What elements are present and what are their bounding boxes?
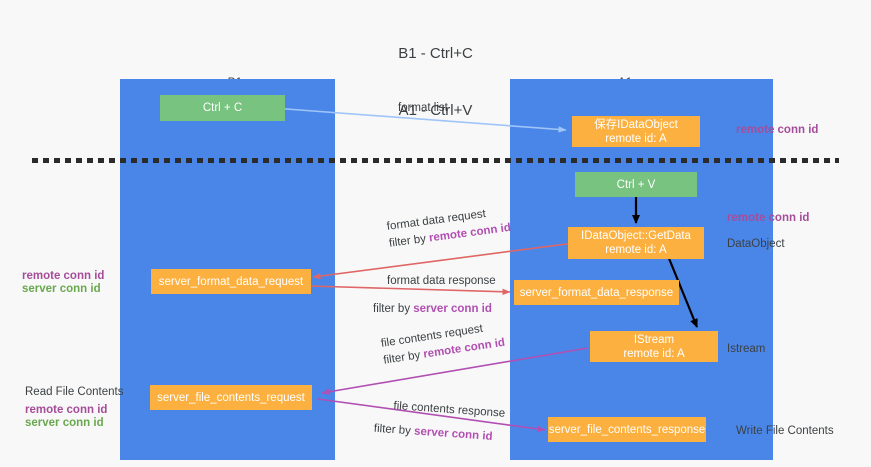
box-istream[interactable]: IStream remote id: A <box>590 331 718 362</box>
filter-prefix: filter by <box>388 232 430 250</box>
filter-prefix: filter by <box>382 348 425 367</box>
edge-label-file-contents-response: file contents response <box>393 399 506 420</box>
filter-prefix: filter by <box>373 422 415 438</box>
box-ctrl-c[interactable]: Ctrl + C <box>160 95 285 121</box>
edge-label-format-data-request-group: format data request filter by remote con… <box>386 204 512 251</box>
annotation-server-conn-id-left-mid: server conn id <box>22 283 101 295</box>
annotation-remote-conn-id-left-mid: remote conn id <box>22 270 105 282</box>
annotation-dataobject: DataObject <box>727 238 785 250</box>
filter-key-server-conn-id: server conn id <box>413 425 493 443</box>
annotation-write-file-contents: Write File Contents <box>736 425 834 437</box>
annotation-remote-conn-id-mid: remote conn id <box>727 212 810 224</box>
box-ctrl-v[interactable]: Ctrl + V <box>575 172 697 197</box>
annotation-remote-conn-id-top: remote conn id <box>736 124 819 136</box>
edge-label-format-data-response: format data response <box>387 275 496 287</box>
box-idataobject-getdata[interactable]: IDataObject::GetData remote id: A <box>568 227 704 259</box>
title-line-1: B1 - Ctrl+C <box>398 45 473 62</box>
annotation-remote-conn-id-left-bottom: remote conn id <box>25 404 108 416</box>
box-server-file-contents-request[interactable]: server_file_contents_request <box>150 385 312 410</box>
edge-label-format-data-response-group: format data response filter by server co… <box>373 274 496 316</box>
edge-label-format-data-response-filter: filter by server conn id <box>373 302 496 316</box>
box-save-idataobject[interactable]: 保存IDataObject remote id: A <box>572 116 700 147</box>
filter-prefix: filter by <box>373 303 414 315</box>
filter-key-server-conn-id: server conn id <box>413 303 492 315</box>
edge-label-file-contents-response-filter: filter by server conn id <box>373 422 504 445</box>
phase-divider <box>32 158 839 163</box>
annotation-istream: Istream <box>727 343 766 355</box>
edge-label-file-contents-response-group: file contents response filter by server … <box>373 399 506 445</box>
box-server-format-data-request[interactable]: server_format_data_request <box>151 269 311 294</box>
annotation-server-conn-id-left-bottom: server conn id <box>25 417 104 429</box>
box-server-format-data-response[interactable]: server_format_data_response <box>514 280 679 305</box>
box-server-file-contents-response[interactable]: server_file_contents_response <box>548 417 706 442</box>
edge-label-format-list: format list <box>398 102 448 114</box>
annotation-read-file-contents: Read File Contents <box>25 386 124 398</box>
edge-label-file-contents-request-group: file contents request filter by remote c… <box>380 319 506 368</box>
